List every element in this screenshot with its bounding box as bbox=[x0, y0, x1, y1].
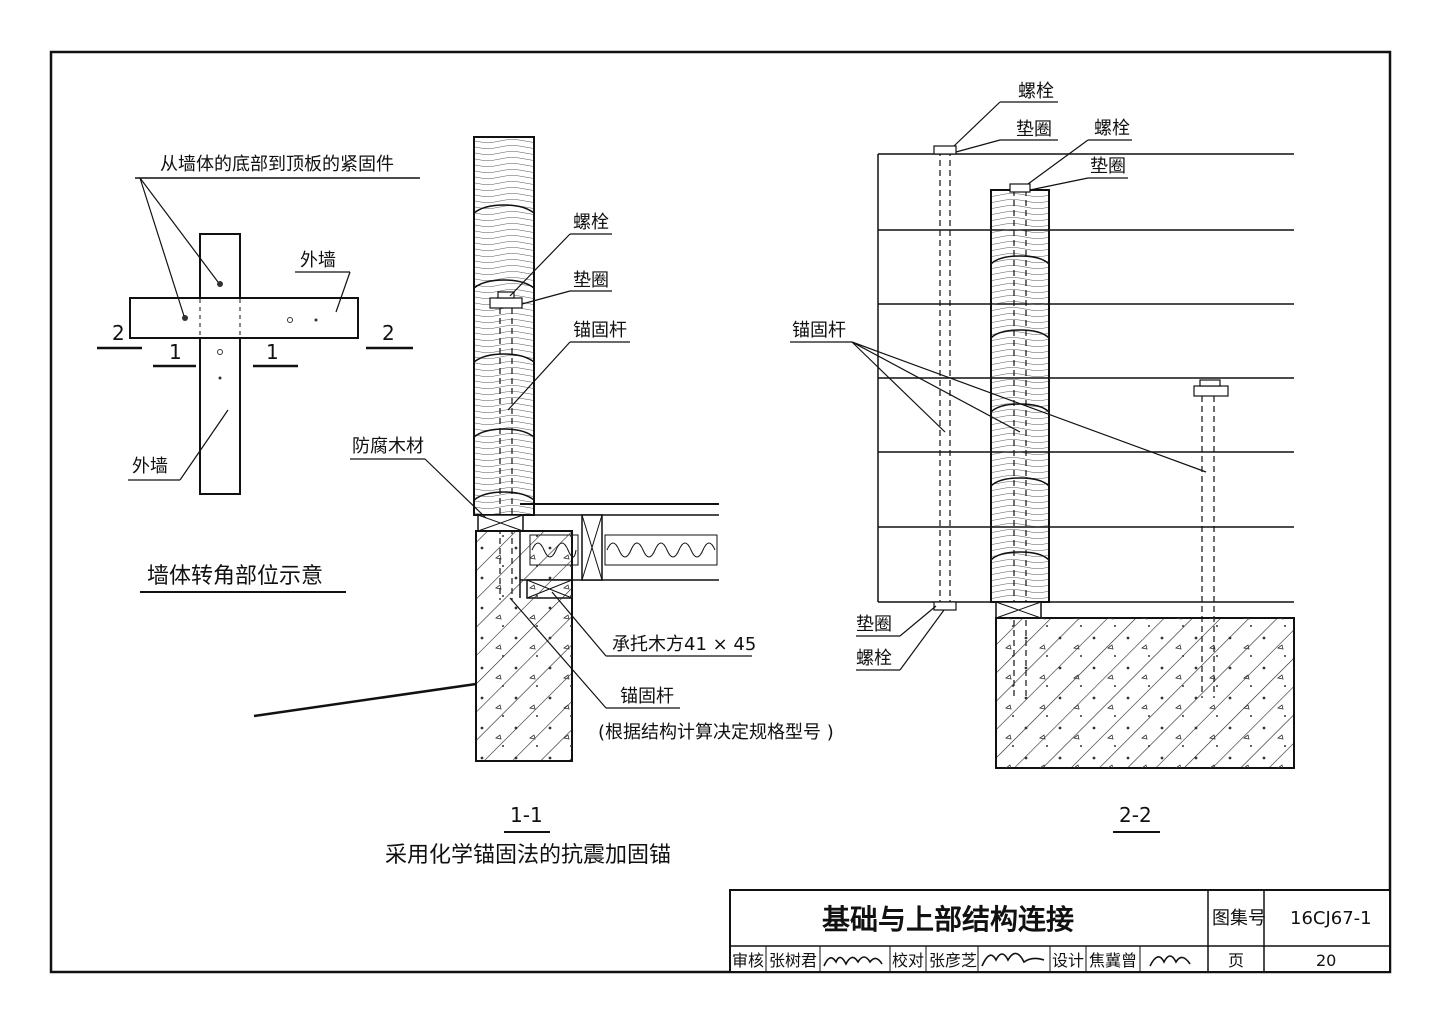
section-1-1-caption: 采用化学锚固法的抗震加固锚 bbox=[385, 843, 671, 868]
page-number: 20 bbox=[1316, 951, 1336, 970]
outer-wall-label-bottom: 外墙 bbox=[132, 456, 168, 477]
section-1-1: 螺栓 垫圈 锚固杆 防腐木材 承托木方41 × 45 锚固杆 (根据结构计算决定… bbox=[253, 136, 834, 868]
page-label: 页 bbox=[1228, 951, 1244, 970]
fastener-label: 从墙体的底部到顶板的紧固件 bbox=[160, 154, 394, 175]
cut-mark-2-left: 2 bbox=[112, 321, 125, 345]
section-label-2-2: 2-2 bbox=[1119, 803, 1152, 827]
label-anchor-rod: 锚固杆 bbox=[573, 320, 627, 341]
section-label-1-1: 1-1 bbox=[510, 803, 543, 827]
label-bolt-top-left: 螺栓 bbox=[1018, 81, 1054, 102]
section-2-2: 螺栓 垫圈 螺栓 垫圈 锚固杆 垫圈 螺栓 2-2 bbox=[790, 81, 1295, 833]
label-anchor-rod-2: 锚固杆 bbox=[620, 686, 674, 707]
label-washer-bottom: 垫圈 bbox=[856, 614, 892, 635]
label-bolt-bottom: 螺栓 bbox=[856, 648, 892, 669]
label-preserved-timber: 防腐木材 bbox=[352, 436, 424, 457]
label-anchor-rod-2-2: 锚固杆 bbox=[792, 320, 846, 341]
corner-detail: 从墙体的底部到顶板的紧固件 外墙 外墙 2 2 1 1 墙体转角部位示意 bbox=[97, 154, 420, 593]
label-washer-top-left: 垫圈 bbox=[1016, 119, 1052, 140]
reviewer-name: 张树君 bbox=[769, 951, 817, 970]
label-washer: 垫圈 bbox=[573, 270, 609, 291]
atlas-no: 16CJ67-1 bbox=[1290, 908, 1372, 929]
label-washer-top-right: 垫圈 bbox=[1090, 156, 1126, 177]
atlas-no-label: 图集号 bbox=[1212, 908, 1266, 929]
corner-caption: 墙体转角部位示意 bbox=[147, 564, 323, 589]
label-ledger: 承托木方41 × 45 bbox=[612, 634, 756, 655]
outer-wall-label-top: 外墙 bbox=[300, 250, 336, 271]
drawing-title: 基础与上部结构连接 bbox=[822, 903, 1074, 936]
label-bolt-top-right: 螺栓 bbox=[1094, 118, 1130, 139]
designer-signature bbox=[1149, 955, 1191, 967]
cut-mark-2-right: 2 bbox=[382, 321, 395, 345]
design-label: 设计 bbox=[1052, 951, 1084, 970]
checker-signature bbox=[981, 952, 1045, 967]
check-label: 校对 bbox=[892, 951, 924, 970]
title-block: 基础与上部结构连接 图集号 16CJ67-1 审核 张树君 校对 张彦芝 设计 … bbox=[729, 889, 1391, 973]
designer-name: 焦冀曾 bbox=[1089, 951, 1137, 970]
reviewer-signature bbox=[823, 956, 883, 967]
cut-mark-1-left: 1 bbox=[169, 340, 182, 364]
cut-mark-1-right: 1 bbox=[266, 340, 279, 364]
review-label: 审核 bbox=[732, 951, 764, 970]
anchor-spec-note: (根据结构计算决定规格型号 ) bbox=[598, 722, 834, 743]
checker-name: 张彦芝 bbox=[929, 951, 977, 970]
sheet-frame bbox=[49, 50, 1392, 974]
label-bolt: 螺栓 bbox=[573, 212, 609, 233]
